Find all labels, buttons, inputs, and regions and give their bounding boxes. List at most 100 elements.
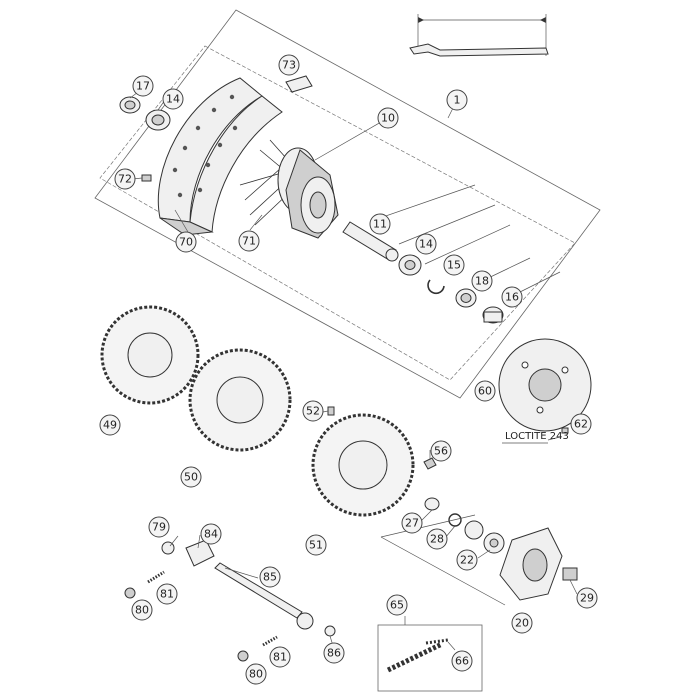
callout-20: 20 [511,612,533,634]
callout-22: 22 [456,549,478,571]
svg-text:79: 79 [152,521,166,534]
callout-10: 10 [377,107,399,129]
callout-81-upper: 81 [156,583,178,605]
callout-1: 1 [446,89,468,111]
callout-79: 79 [148,516,170,538]
svg-text:52: 52 [306,405,320,418]
washer-86 [324,625,336,637]
nut-56 [423,457,437,470]
callout-85: 85 [259,566,281,588]
callout-52: 52 [302,400,324,422]
callout-70: 70 [175,231,197,253]
chain-adjuster-84 [185,539,215,567]
svg-text:73: 73 [282,59,296,72]
sprocket-carrier-20 [499,527,563,601]
svg-text:14: 14 [419,238,433,251]
svg-text:29: 29 [580,592,594,605]
bearing-14-right [398,254,422,276]
chain-icon [377,624,483,692]
bolt-52 [327,406,335,416]
svg-text:1: 1 [454,94,461,107]
svg-text:49: 49 [103,419,117,432]
svg-text:51: 51 [309,539,323,552]
callout-14-right: 14 [415,233,437,255]
svg-text:16: 16 [505,291,519,304]
circlip-15 [427,279,445,295]
callout-86: 86 [323,642,345,664]
loctite-note: LOCTITE 243 [502,431,569,444]
screw-62 [561,427,569,434]
callout-28: 28 [426,528,448,550]
svg-text:66: 66 [455,655,469,668]
wheel-icon [157,77,339,239]
seal-18 [455,288,477,308]
spacer-11 [342,221,399,262]
callout-17: 17 [132,75,154,97]
nut-80a [124,587,136,599]
callout-81-lower: 81 [269,646,291,668]
nipple-72 [141,174,152,182]
svg-text:80: 80 [135,604,149,617]
svg-text:62: 62 [574,418,588,431]
callout-56: 56 [430,440,452,462]
brake-disc-icon [498,338,592,432]
callout-16: 16 [501,286,523,308]
svg-text:60: 60 [478,385,492,398]
callout-80-upper: 80 [131,599,153,621]
callout-11: 11 [369,213,391,235]
wheel-assembly-frame [94,9,601,399]
callout-72: 72 [114,168,136,190]
svg-text:10: 10 [381,112,395,125]
bearing-17 [119,96,141,114]
callout-49: 49 [99,414,121,436]
svg-text:17: 17 [136,80,150,93]
loctite-label: LOCTITE 243 [505,431,569,442]
svg-text:84: 84 [204,528,218,541]
callout-60: 60 [474,380,496,402]
callout-27: 27 [401,512,423,534]
spoke-wrench-icon [409,14,549,57]
svg-text:22: 22 [460,554,474,567]
svg-text:65: 65 [390,599,404,612]
axle-85 [214,562,314,630]
svg-text:11: 11 [373,218,387,231]
svg-text:28: 28 [430,533,444,546]
callout-50: 50 [180,466,202,488]
callout-80-lower: 80 [245,663,267,685]
callout-18: 18 [471,270,493,292]
callout-29: 29 [576,587,598,609]
svg-text:81: 81 [160,588,174,601]
svg-text:81: 81 [273,651,287,664]
svg-text:20: 20 [515,617,529,630]
callout-84: 84 [200,523,222,545]
callout-66: 66 [451,650,473,672]
callout-71: 71 [238,230,260,252]
sprocket-icon [100,305,415,517]
svg-text:14: 14 [166,93,180,106]
bearing-22 [464,520,505,554]
callout-14-left: 14 [162,88,184,110]
svg-text:15: 15 [447,259,461,272]
nut-80b [237,650,249,662]
tag-73 [285,75,313,93]
svg-text:71: 71 [242,235,256,248]
svg-text:80: 80 [249,668,263,681]
damper-29 [562,567,578,581]
callout-51: 51 [305,534,327,556]
svg-text:85: 85 [263,571,277,584]
spacer-16 [482,306,504,324]
svg-text:50: 50 [184,471,198,484]
bushing-27 [424,497,440,511]
svg-text:18: 18 [475,275,489,288]
callout-65: 65 [386,594,408,616]
svg-text:70: 70 [179,236,193,249]
callout-62: 62 [570,413,592,435]
svg-text:27: 27 [405,517,419,530]
leader-lines [129,86,578,651]
svg-text:86: 86 [327,647,341,660]
spring-81b [262,635,278,647]
callout-15: 15 [443,254,465,276]
svg-text:72: 72 [118,173,132,186]
